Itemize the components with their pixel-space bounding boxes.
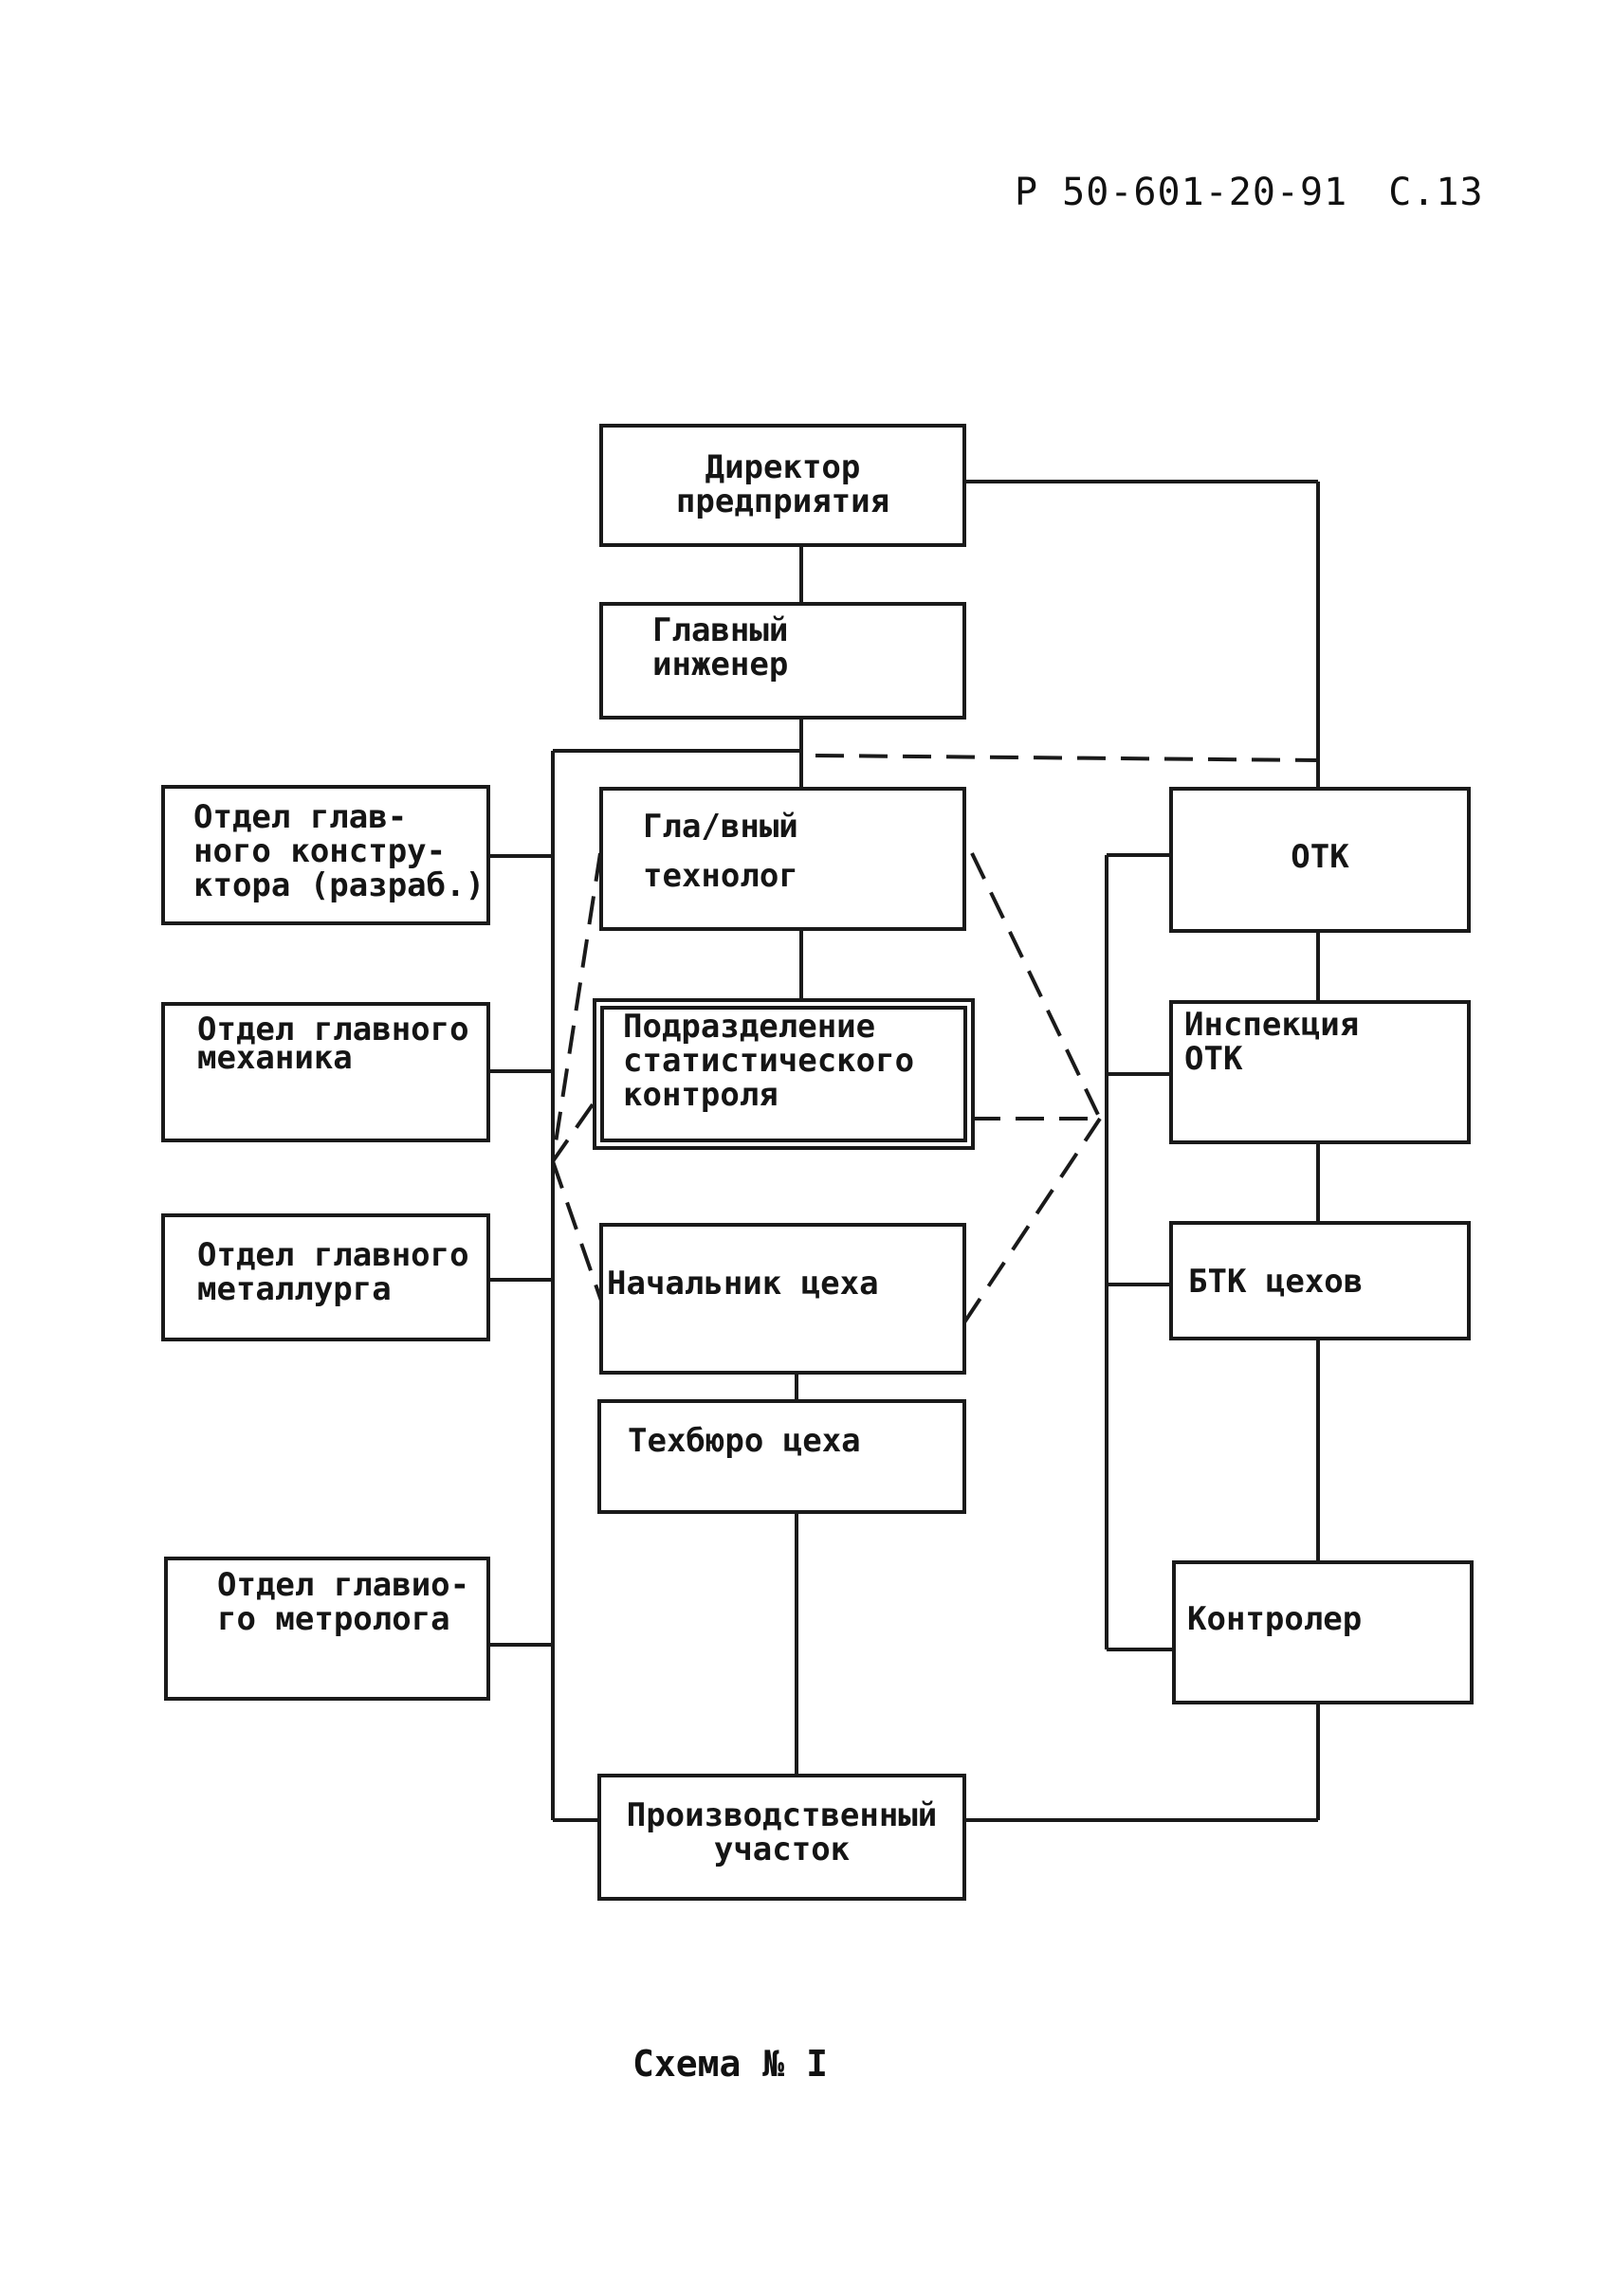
label-director: Директор предприятия [675,448,890,520]
box-stat-control: Подразделение статистического контроля [593,998,975,1150]
box-director: Директор предприятия [599,424,966,547]
label-production-site: Производственный участок [626,1796,938,1868]
box-chief-metrologist-dept: Отдел главио- го метролога [164,1557,490,1701]
label-otk: ОТК [1291,838,1349,876]
box-chief-metallurgist-dept: Отдел главного металлурга [161,1213,490,1341]
box-shop-head: Начальник цеха [599,1223,966,1375]
label-chief-mechanic-dept: Отдел главного механика [197,1011,469,1077]
label-chief-metrologist-dept: Отдел главио- го метролога [217,1566,470,1638]
label-shop-tech-bureau: Техбюро цеха [628,1422,861,1460]
label-stat-control: Подразделение статистического контроля [623,1008,915,1114]
dash-left-statcontrol [551,1102,595,1163]
box-otk: ОТК [1169,787,1471,933]
box-chief-designer-dept: Отдел глав- ного констру- ктора (разраб.… [161,785,490,925]
dash-technologist-to-hub [970,852,1102,1120]
box-controller: Контролер [1172,1560,1474,1704]
doc-id: Р 50-601-20-91 [1015,171,1348,214]
label-btk-shops: БТК цехов [1188,1263,1364,1301]
label-chief-designer-dept: Отдел глав- ного констру- ктора (разраб.… [193,798,485,904]
box-chief-mechanic-dept: Отдел главного механика [161,1002,490,1142]
document-header: Р 50-601-20-91 С.13 [1015,171,1484,214]
dash-left-shophead [551,1160,604,1304]
dash-top-to-otk [815,754,1319,762]
dash-shophead-to-hub [962,1117,1102,1324]
box-chief-engineer: Главный инженер [599,602,966,720]
box-production-site: Производственный участок [597,1774,966,1901]
box-otk-inspection: Инспекция ОТК [1169,1000,1471,1144]
box-chief-technologist: Гла/вный технолог [599,787,966,931]
box-btk-shops: БТК цехов [1169,1221,1471,1340]
label-otk-inspection: Инспекция ОТК [1184,1006,1360,1078]
label-chief-engineer: Главный инженер [652,611,789,683]
diagram-caption: Схема № I [632,2043,828,2085]
page-number: С.13 [1388,171,1484,214]
label-shop-head: Начальник цеха [607,1265,879,1303]
label-chief-metallurgist-dept: Отдел главного металлурга [197,1236,469,1308]
label-controller: Контролер [1187,1600,1363,1638]
box-shop-tech-bureau: Техбюро цеха [597,1399,966,1514]
dash-left-technologist [551,852,602,1162]
label-chief-technologist: Гла/вный технолог [643,808,798,895]
